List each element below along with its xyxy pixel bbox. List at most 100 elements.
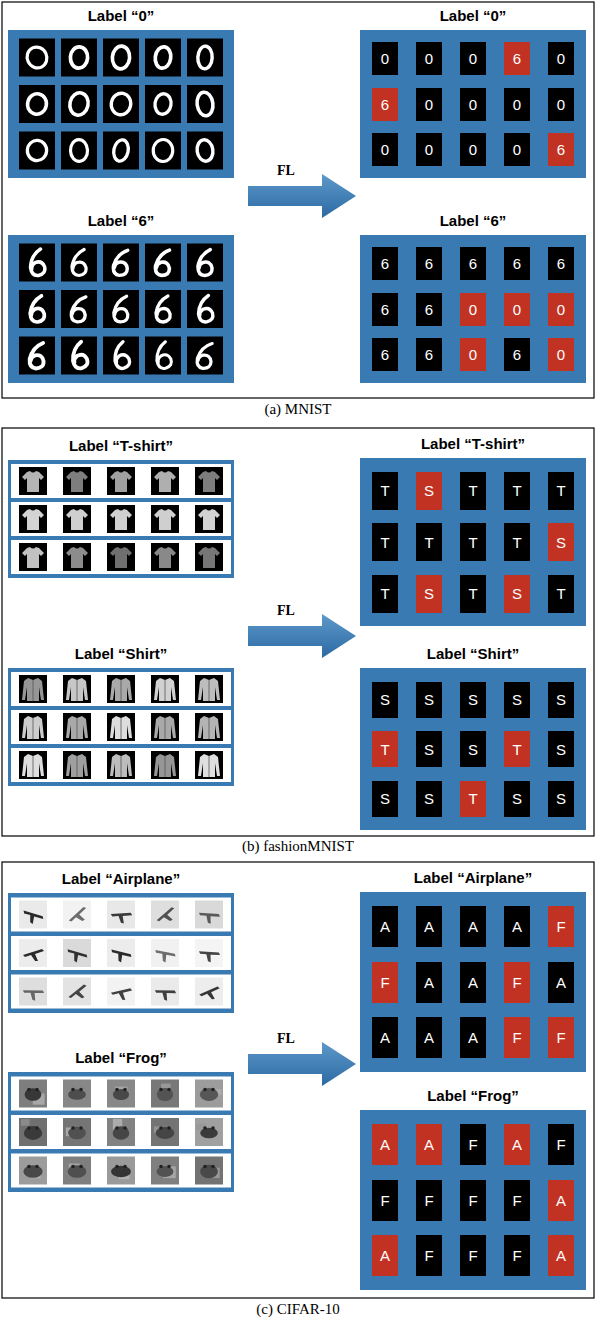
garment-seam (121, 756, 122, 777)
image-background (63, 939, 91, 967)
prediction-tile: T (460, 523, 486, 561)
sample-image (195, 1157, 223, 1185)
prediction-tile: A (416, 1017, 442, 1058)
prediction-tile: T (460, 575, 486, 613)
digit-image (61, 39, 97, 77)
sample-box: Label “Shirt” (8, 668, 234, 786)
flow-arrow (248, 174, 356, 218)
predicted-label: T (380, 534, 389, 551)
predicted-label: 0 (425, 50, 433, 67)
frog-eye (159, 1126, 163, 1130)
prediction-tile: A (416, 906, 442, 947)
image-strip (11, 710, 231, 744)
predicted-label: F (512, 1192, 521, 1209)
garment-shape (22, 509, 44, 530)
predicted-label: 6 (381, 255, 389, 272)
prediction-tile: 0 (416, 88, 442, 121)
prediction-tile: 6 (504, 338, 530, 371)
image-background (145, 244, 181, 282)
predicted-label: 6 (513, 346, 521, 363)
prediction-tile: A (372, 1235, 398, 1276)
airplane-shape (23, 949, 44, 961)
garment-seam (77, 756, 78, 777)
predicted-label: 0 (469, 50, 477, 67)
image-background (107, 543, 135, 571)
prediction-tile: F (460, 1180, 486, 1221)
prediction-tile: 0 (460, 88, 486, 121)
sample-image (107, 1118, 135, 1146)
predicted-label: T (512, 741, 521, 758)
frog-eye (203, 1126, 207, 1130)
prediction-tile: 6 (548, 133, 574, 166)
digit-stroke (24, 44, 51, 71)
garment-shape (154, 509, 176, 530)
sample-image (107, 505, 135, 533)
class-label: Label “Airplane” (0, 870, 274, 887)
prediction-tile: 0 (504, 88, 530, 121)
digit-image (145, 244, 181, 282)
garment-shape (110, 754, 132, 777)
garment-shape (198, 716, 220, 739)
class-label: Label “Frog” (0, 1049, 274, 1066)
sample-image (151, 1157, 179, 1185)
image-background (195, 1118, 223, 1146)
image-background (63, 675, 91, 703)
predicted-label: F (424, 1247, 433, 1264)
panel-frame (2, 862, 594, 1298)
frog-eye (115, 1126, 119, 1130)
image-strip (11, 502, 231, 536)
sample-images (19, 39, 223, 170)
sample-image (63, 978, 91, 1006)
predicted-label: A (424, 1029, 434, 1046)
image-background (61, 39, 97, 77)
image-background (187, 85, 223, 123)
predicted-label: S (512, 585, 522, 602)
image-background (107, 1157, 135, 1185)
sample-image (151, 978, 179, 1006)
airplane-shape (197, 946, 221, 965)
predicted-label: T (468, 534, 477, 551)
airplane-shape (21, 985, 45, 1003)
frog-body (68, 1127, 86, 1140)
predicted-label: A (424, 974, 434, 991)
predicted-label: T (556, 482, 565, 499)
prediction-tile: T (504, 472, 530, 510)
sample-image (63, 505, 91, 533)
image-background (107, 505, 135, 533)
image-background (107, 675, 135, 703)
digit-stroke (111, 45, 130, 69)
image-strip (11, 1115, 231, 1149)
prediction-box: Label “Airplane”AAAAFFAAFAAAAFF (360, 892, 586, 1072)
predicted-label: 6 (425, 346, 433, 363)
image-background (145, 132, 181, 170)
predicted-label: A (468, 974, 478, 991)
image-background (19, 39, 55, 77)
sample-image (19, 1118, 47, 1146)
prediction-tile: 6 (504, 247, 530, 280)
predicted-label: 0 (513, 96, 521, 113)
image-background (107, 1080, 135, 1108)
frog-body (25, 1088, 42, 1101)
sample-image (151, 901, 179, 929)
predicted-label: F (556, 918, 565, 935)
frog-eye (35, 1126, 39, 1130)
garment-shape (66, 509, 88, 530)
predicted-label: F (380, 974, 389, 991)
predicted-label: 6 (469, 255, 477, 272)
prediction-box: Label “Shirt”SSSSSTSSTSSSTSS (360, 668, 586, 830)
image-background (145, 85, 181, 123)
frog-eye (71, 1088, 75, 1092)
image-background (107, 467, 135, 495)
digit-stroke (197, 295, 214, 322)
prediction-tile: 0 (504, 293, 530, 326)
prediction-tile: F (416, 1235, 442, 1276)
prediction-tile: 0 (504, 133, 530, 166)
predicted-label: T (380, 482, 389, 499)
sample-image (63, 1080, 91, 1108)
predicted-label: S (380, 691, 390, 708)
airplane-shape (110, 987, 132, 1001)
digit-image (187, 337, 223, 375)
prediction-tile: 6 (504, 42, 530, 75)
predicted-label: A (468, 918, 478, 935)
digit-stroke (198, 249, 212, 275)
